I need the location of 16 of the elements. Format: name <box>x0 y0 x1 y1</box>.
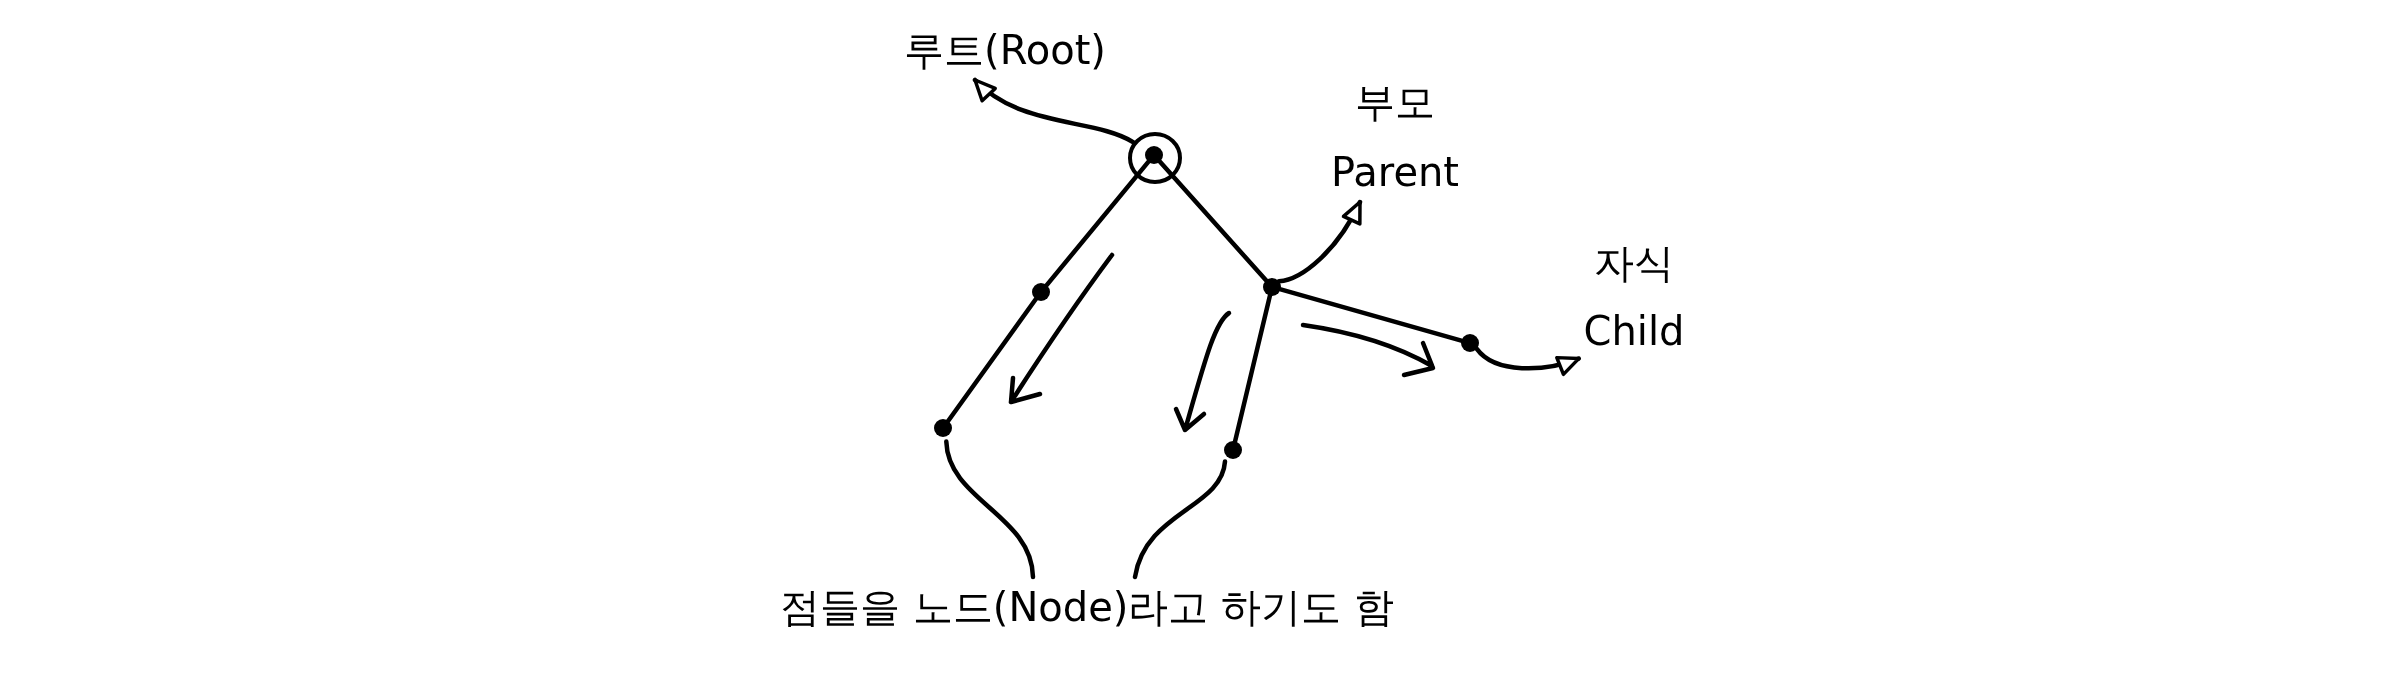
annotation-text: 루트(Root) <box>904 26 1106 74</box>
annotation-text: 자식 <box>1594 239 1674 287</box>
branch-line <box>1044 159 1151 288</box>
branch-line <box>1232 293 1273 444</box>
arrow <box>972 77 1136 145</box>
annotation-text: Child <box>1583 307 1685 355</box>
branch-line <box>946 297 1038 423</box>
leader-line <box>1132 459 1228 580</box>
annotation-text: 점들을 노드(Node)라고 하기도 함 <box>780 583 1394 631</box>
leader-line <box>944 439 1036 580</box>
arrow <box>1474 346 1581 376</box>
branch-line <box>1157 159 1269 283</box>
annotation-text: Parent <box>1331 148 1459 196</box>
branch-line <box>1278 287 1464 343</box>
annotation-text: 부모 <box>1355 78 1435 126</box>
arrow <box>1276 199 1363 284</box>
